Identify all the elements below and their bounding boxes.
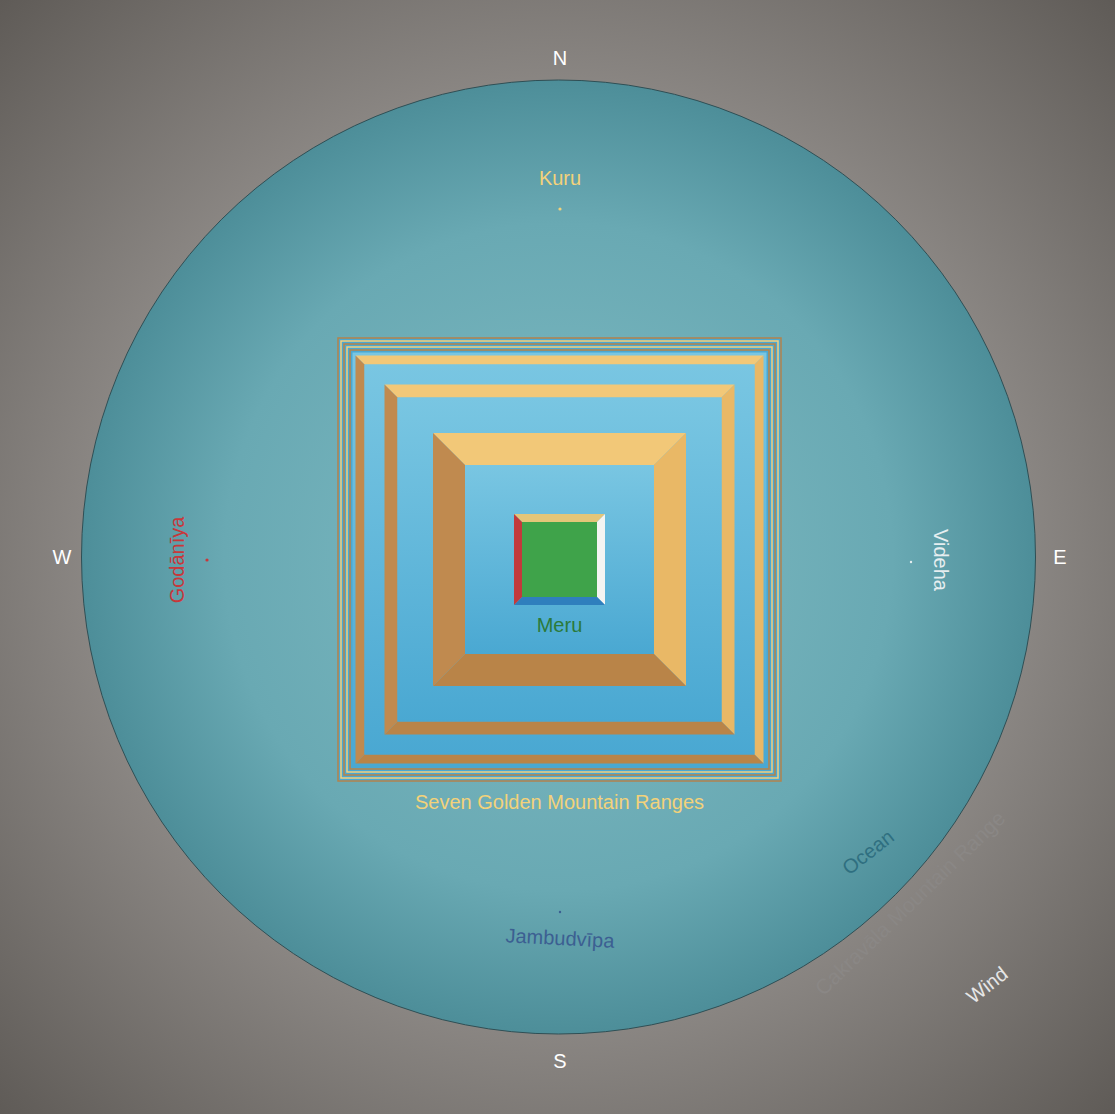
bevel-face [356, 356, 764, 365]
compass-letter: N [553, 46, 567, 70]
bevel-face [356, 356, 365, 764]
range-square [398, 398, 722, 722]
meru-block: Meru [514, 514, 605, 605]
continent-dot [910, 561, 912, 563]
range-square [465, 465, 654, 654]
bevel-face [385, 385, 398, 735]
range-square [522, 522, 597, 597]
meru-mountain [514, 514, 605, 605]
bevel-face [755, 356, 764, 764]
bevel-face [356, 755, 764, 764]
mountain-ranges: Seven Golden Mountain RangesMeru [337, 337, 782, 782]
bevel-face [433, 433, 465, 686]
bevel-face [514, 514, 605, 522]
range-square [365, 365, 755, 755]
compass-letter: E [1053, 545, 1066, 569]
bevel-face [514, 597, 605, 605]
bevel-face [514, 514, 522, 605]
continent-name: Godānīya [165, 517, 189, 604]
bevel-face [385, 722, 735, 735]
range-square [353, 353, 767, 767]
bevel-face [385, 385, 735, 398]
continent-dot [558, 207, 561, 210]
bevel-face [433, 433, 686, 465]
continent-dot [559, 911, 561, 913]
range-square [341, 341, 778, 778]
bevel-face [597, 514, 605, 605]
bevel-face [433, 654, 686, 686]
node-label: Meru [537, 613, 583, 637]
bevel-face [654, 433, 686, 686]
continent-name: Kuru [539, 166, 581, 190]
range-square [347, 347, 772, 772]
golden-ranges [338, 338, 782, 782]
bevel-face [722, 385, 735, 735]
compass-letter: S [553, 1049, 566, 1073]
range-square [338, 338, 781, 781]
range-square [344, 344, 775, 775]
range-square [350, 350, 769, 769]
compass-letter: W [53, 545, 72, 569]
ocean-disk [82, 80, 1036, 1034]
range-square [338, 338, 782, 782]
continent-dot [205, 558, 208, 561]
continent-name: Videha [929, 529, 953, 591]
layer-name: Wind [962, 962, 1013, 1009]
node-label: Seven Golden Mountain Ranges [415, 790, 704, 814]
